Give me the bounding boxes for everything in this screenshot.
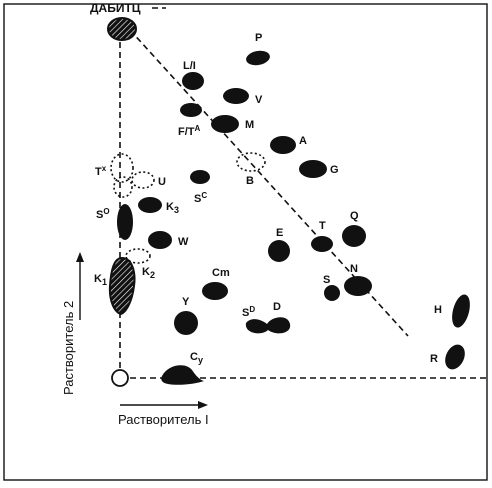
spot-e (268, 240, 290, 262)
label-d: D (273, 301, 281, 313)
spot-t (311, 236, 333, 252)
label-u: U (158, 176, 166, 188)
spot-cm (202, 282, 228, 300)
solvent-1-arrowhead (198, 401, 208, 409)
spot-so (117, 204, 133, 240)
label-m: M (245, 119, 254, 131)
label-solvent-1: Растворитель I (118, 412, 209, 427)
label-y: Y (182, 296, 190, 308)
label-b: B (246, 175, 254, 187)
label-dabitc: ДАБИТЦ (90, 1, 141, 15)
label-r: R (430, 353, 438, 365)
label-solvent-2: Растворитель 2 (61, 301, 76, 395)
dabitc-spot (107, 17, 137, 41)
label-sd: SD (242, 305, 255, 319)
spot-b (236, 152, 266, 172)
label-p: P (255, 32, 262, 44)
label-k2: K2 (142, 266, 155, 280)
origin-spot (111, 369, 129, 387)
spot-sd-d (245, 317, 291, 334)
label-v: V (255, 94, 263, 106)
label-n: N (350, 263, 358, 275)
spot-m (211, 115, 239, 133)
label-tx: Tx (95, 164, 107, 178)
spot-g (299, 160, 327, 178)
spot-tx-lower (113, 176, 133, 198)
label-e: E (276, 227, 283, 239)
label-t: T (319, 220, 326, 232)
spot-tx (110, 153, 134, 183)
spot-fta (180, 103, 202, 117)
label-w: W (178, 236, 189, 248)
spot-y (174, 311, 198, 335)
spot-sc (190, 170, 210, 184)
plate-frame (3, 3, 488, 481)
spot-u (131, 171, 155, 189)
spot-q (342, 225, 366, 247)
label-a: A (299, 135, 307, 147)
spot-n (344, 276, 372, 296)
spot-k2 (125, 248, 151, 264)
label-cm: Cm (212, 267, 230, 279)
spot-cy (161, 365, 204, 385)
spot-p (246, 50, 270, 66)
label-li: L/I (183, 60, 196, 72)
spot-k1 (108, 256, 136, 316)
label-cy: Cy (190, 351, 203, 365)
label-s: S (323, 274, 330, 286)
label-fta: F/TA (178, 124, 201, 138)
label-sc: SC (194, 191, 207, 205)
label-k3: K3 (166, 201, 179, 215)
label-g: G (330, 164, 339, 176)
spot-a (270, 136, 296, 154)
spot-w (148, 231, 172, 249)
label-k1: K1 (94, 273, 107, 287)
spot-s (324, 285, 340, 301)
label-h: H (434, 304, 442, 316)
spot-h (452, 294, 470, 328)
label-q: Q (350, 210, 359, 222)
spot-r (445, 344, 465, 370)
solvent-2-arrowhead (76, 252, 84, 262)
spot-li (182, 72, 204, 90)
label-so: SO (96, 207, 110, 221)
spot-k3 (138, 197, 162, 213)
spot-v (223, 88, 249, 104)
